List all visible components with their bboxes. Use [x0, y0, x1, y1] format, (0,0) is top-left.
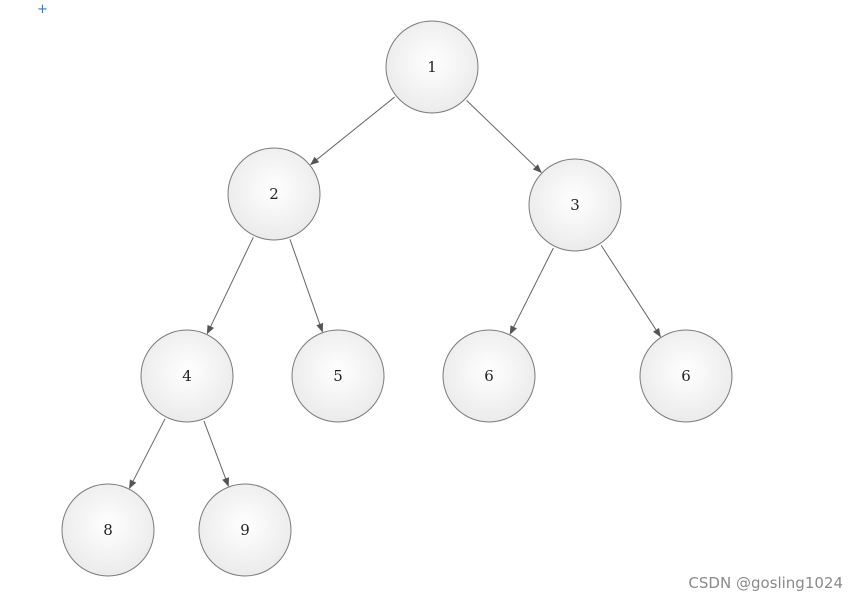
node-circle: [61, 483, 155, 577]
node-label: 6: [681, 367, 691, 385]
node-circle: [227, 147, 321, 241]
tree-node-n2: 2: [227, 147, 321, 241]
node-label: 9: [240, 521, 250, 539]
node-circle: [442, 329, 536, 423]
tree-node-n8: 8: [61, 483, 155, 577]
tree-node-n6a: 6: [442, 329, 536, 423]
edge-n4-n9: [203, 420, 229, 487]
edge-n2-n4: [206, 237, 254, 335]
node-label: 8: [103, 521, 113, 539]
node-label: 5: [333, 367, 343, 385]
node-label: 2: [269, 185, 279, 203]
edge-n3-n6a: [509, 247, 554, 335]
tree-node-n5: 5: [291, 329, 385, 423]
node-label: 1: [427, 58, 437, 76]
node-circle: [528, 158, 622, 252]
node-label: 3: [570, 196, 580, 214]
edge-n3-n6b: [600, 244, 661, 338]
node-circle: [198, 483, 292, 577]
node-label: 6: [484, 367, 494, 385]
tree-node-n4: 4: [140, 329, 234, 423]
tree-node-n6b: 6: [639, 329, 733, 423]
node-circle: [140, 329, 234, 423]
edge-n2-n5: [289, 239, 324, 333]
tree-node-n3: 3: [528, 158, 622, 252]
node-circle: [385, 20, 479, 114]
tree-node-n9: 9: [198, 483, 292, 577]
tree-node-n1: 1: [385, 20, 479, 114]
edge-n1-n2: [309, 96, 395, 166]
watermark: CSDN @gosling1024: [688, 574, 843, 592]
node-label: 4: [182, 367, 192, 385]
plus-marker-icon: +: [37, 2, 48, 17]
node-circle: [639, 329, 733, 423]
edge-n4-n8: [129, 418, 166, 489]
edge-n1-n3: [466, 99, 542, 173]
node-circle: [291, 329, 385, 423]
